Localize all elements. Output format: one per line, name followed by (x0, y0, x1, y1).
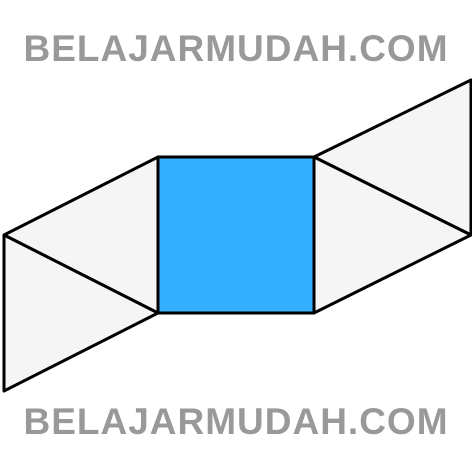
watermark-bottom: BELAJARMUDAH.COM (23, 401, 449, 442)
center-square (156, 155, 316, 315)
left-lower-triangle (2, 233, 160, 393)
watermark-top: BELAJARMUDAH.COM (23, 28, 449, 69)
